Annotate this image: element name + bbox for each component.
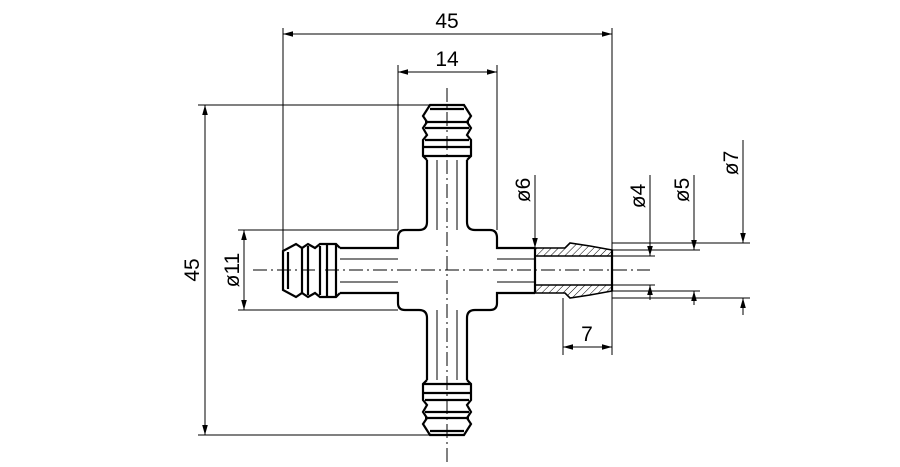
- dimension-right-diameter-6: ø6: [512, 175, 538, 248]
- dimension-top-width: 14: [397, 48, 498, 230]
- part-outline: [340, 160, 535, 380]
- dimension-right-length: 7: [562, 298, 612, 355]
- dimension-text-right-length: 7: [581, 323, 593, 346]
- dimension-text-diameter-4: ø4: [627, 183, 650, 208]
- dimension-text-diameter-7: ø7: [720, 151, 743, 176]
- dimension-text-diameter-6: ø6: [512, 178, 535, 203]
- dimension-right-diameter-7: ø7: [612, 140, 750, 315]
- dimension-right-diameter-5: ø5: [612, 175, 700, 305]
- dimension-text-overall-height: 45: [181, 258, 204, 281]
- top-hose-barb: [421, 103, 473, 161]
- dimension-text-left-diameter: ø11: [221, 253, 244, 288]
- bottom-hose-barb: [421, 379, 473, 437]
- dimension-text-diameter-5: ø5: [671, 178, 694, 203]
- dimension-overall-width: 45: [282, 10, 613, 355]
- dimension-text-overall-width: 45: [435, 10, 458, 33]
- dimension-left-diameter: ø11: [221, 229, 398, 311]
- dimension-overall-height: 45: [181, 104, 430, 436]
- left-hose-barb: [281, 242, 341, 299]
- dimension-text-top-width: 14: [435, 48, 459, 71]
- dimension-right-diameter-4: ø4: [612, 175, 655, 300]
